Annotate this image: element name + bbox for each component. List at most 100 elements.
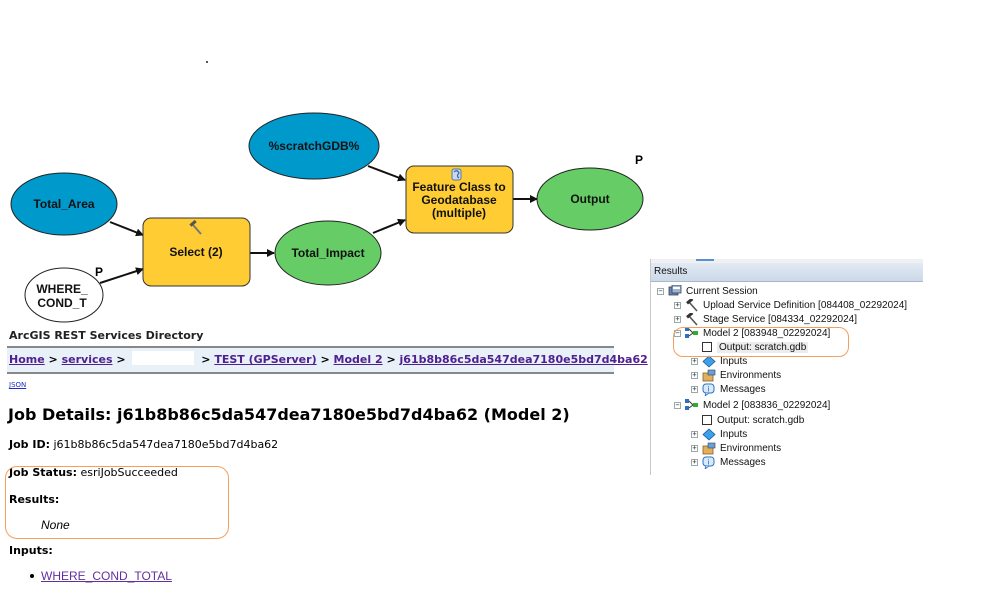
- redacted-folder: [132, 351, 195, 365]
- expand-toggle[interactable]: +: [691, 429, 698, 438]
- breadcrumb-home-link[interactable]: Home: [9, 353, 45, 366]
- output-checkbox[interactable]: [702, 415, 712, 425]
- job-status-value: esriJobSucceeded: [80, 466, 178, 479]
- tab-indicator: [696, 259, 714, 261]
- info-icon: i: [702, 383, 716, 396]
- expand-toggle[interactable]: +: [691, 370, 698, 379]
- input-link-where-cond-total[interactable]: WHERE_COND_TOTAL: [41, 569, 172, 583]
- breadcrumb-server-link[interactable]: TEST (GPServer): [214, 353, 317, 366]
- breadcrumb-job-link[interactable]: j61b8b86c5da547dea7180e5bd7d4ba62: [399, 353, 648, 366]
- results-heading: Results:: [9, 493, 59, 506]
- tree-item-inputs-2[interactable]: + Inputs: [691, 427, 747, 441]
- node-total-area[interactable]: Total_Area: [10, 172, 118, 236]
- expand-toggle[interactable]: +: [691, 356, 698, 365]
- tree-item-label: Messages: [720, 383, 766, 395]
- parameter-marker-where: P: [95, 265, 103, 279]
- tree-item-upload-service[interactable]: + Upload Service Definition [084408_0229…: [674, 298, 907, 312]
- inputs-heading: Inputs:: [9, 544, 53, 557]
- expand-toggle[interactable]: +: [674, 300, 681, 309]
- tree-item-label: Inputs: [720, 355, 748, 367]
- node-output-label: Output: [570, 192, 609, 206]
- hammer-icon: [189, 219, 202, 235]
- breadcrumb-separator: >: [201, 353, 211, 366]
- input-list-item: WHERE_COND_TOTAL: [30, 569, 172, 583]
- tree-item-environments-2[interactable]: + Environments: [691, 441, 781, 455]
- job-id-value: j61b8b86c5da547dea7180e5bd7d4ba62: [53, 438, 279, 451]
- breadcrumb-separator: >: [386, 353, 396, 366]
- svg-text:i: i: [708, 385, 710, 393]
- expand-toggle[interactable]: +: [691, 384, 698, 393]
- tree-item-label: Environments: [720, 442, 782, 454]
- node-total-impact-label: Total_Impact: [291, 246, 364, 260]
- script-icon: [451, 168, 462, 181]
- tree-item-inputs-1[interactable]: + Inputs: [691, 354, 747, 368]
- results-panel-header: Results: [651, 263, 923, 282]
- tree-item-label: Output: scratch.gdb: [717, 341, 809, 353]
- job-status-field: Job Status: esriJobSucceeded: [9, 466, 178, 479]
- json-link[interactable]: JSON: [9, 381, 27, 389]
- tree-item-label: Environments: [720, 369, 782, 381]
- diamond-icon: [702, 427, 716, 441]
- tree-item-output-scratch-2[interactable]: Output: scratch.gdb: [702, 413, 804, 427]
- expand-toggle[interactable]: +: [691, 443, 698, 452]
- job-details-heading: Job Details: j61b8b86c5da547dea7180e5bd7…: [8, 405, 570, 424]
- environments-icon: [702, 369, 716, 382]
- tree-item-label: Upload Service Definition [084408_022920…: [703, 299, 908, 311]
- tree-item-model2-083836[interactable]: − Model 2 [083836_02292024]: [674, 398, 830, 412]
- breadcrumb-model-link[interactable]: Model 2: [333, 353, 383, 366]
- model-icon: [685, 399, 699, 412]
- node-where-cond-label-2: COND_T: [37, 296, 87, 310]
- svg-text:i: i: [708, 458, 710, 466]
- node-where-cond[interactable]: WHERE_ COND_T: [24, 267, 104, 323]
- tree-item-messages-1[interactable]: + i Messages: [691, 382, 766, 396]
- tree-item-label: Messages: [720, 456, 766, 468]
- breadcrumb-separator: >: [48, 353, 58, 366]
- job-id-label: Job ID:: [9, 438, 50, 451]
- results-label: Results:: [9, 493, 60, 506]
- highlight-annotation-output: [673, 327, 849, 357]
- node-total-area-label: Total_Area: [33, 197, 94, 211]
- breadcrumb-separator: >: [320, 353, 330, 366]
- breadcrumb-services-link[interactable]: services: [61, 353, 113, 366]
- results-value: None: [41, 518, 70, 532]
- bullet-icon: [30, 574, 34, 578]
- breadcrumb-separator: >: [116, 353, 126, 366]
- job-id-field: Job ID: j61b8b86c5da547dea7180e5bd7d4ba6…: [9, 438, 278, 451]
- connector-where-to-select: [99, 267, 144, 284]
- connector-scratch-to-fc: [367, 165, 406, 182]
- expand-toggle[interactable]: +: [691, 457, 698, 466]
- node-total-impact[interactable]: Total_Impact: [274, 220, 382, 286]
- tree-item-messages-2[interactable]: + i Messages: [691, 455, 766, 469]
- environments-icon: [702, 442, 716, 455]
- info-icon: i: [702, 456, 716, 469]
- tree-item-label: Current Session: [686, 285, 758, 297]
- tree-item-stage-service[interactable]: + Stage Service [084334_02292024]: [674, 312, 857, 326]
- connector-total-area-to-select: [109, 221, 144, 237]
- tree-item-current-session[interactable]: − Current Session: [657, 284, 758, 298]
- connector-impact-to-fc: [372, 218, 406, 234]
- tree-item-label: Model 2 [083948_02292024]: [703, 327, 831, 339]
- tree-item-label: Inputs: [720, 428, 748, 440]
- collapse-toggle[interactable]: −: [674, 400, 681, 409]
- node-scratch-gdb-label: %scratchGDB%: [269, 139, 360, 153]
- job-status-label: Job Status:: [9, 466, 77, 479]
- node-select-tool[interactable]: Select (2): [142, 217, 251, 287]
- expand-toggle[interactable]: +: [674, 314, 681, 323]
- results-panel: Results − Current Session + Upload Servi…: [650, 259, 923, 475]
- output-checkbox[interactable]: [702, 342, 712, 352]
- node-fc-to-gdb-label-2: Geodatabase: [421, 193, 497, 207]
- tree-item-environments-1[interactable]: + Environments: [691, 368, 781, 382]
- stray-dot: [206, 61, 208, 63]
- collapse-toggle[interactable]: −: [657, 286, 664, 295]
- tree-item-label: Model 2 [083836_02292024]: [703, 399, 831, 411]
- tree-item-output-scratch-1[interactable]: Output: scratch.gdb: [702, 340, 809, 354]
- node-output[interactable]: Output: [536, 167, 644, 231]
- tree-item-label: Stage Service [084334_02292024]: [703, 313, 858, 325]
- node-fc-to-gdb-tool[interactable]: Feature Class to Geodatabase (multiple): [405, 165, 514, 234]
- node-scratch-gdb[interactable]: %scratchGDB%: [248, 112, 380, 180]
- tree-item-label: Output: scratch.gdb: [717, 414, 805, 426]
- panel-top-strip: [651, 259, 923, 263]
- session-icon: [668, 285, 682, 298]
- node-fc-to-gdb-label-1: Feature Class to: [412, 180, 505, 194]
- node-fc-to-gdb-label-3: (multiple): [432, 206, 486, 220]
